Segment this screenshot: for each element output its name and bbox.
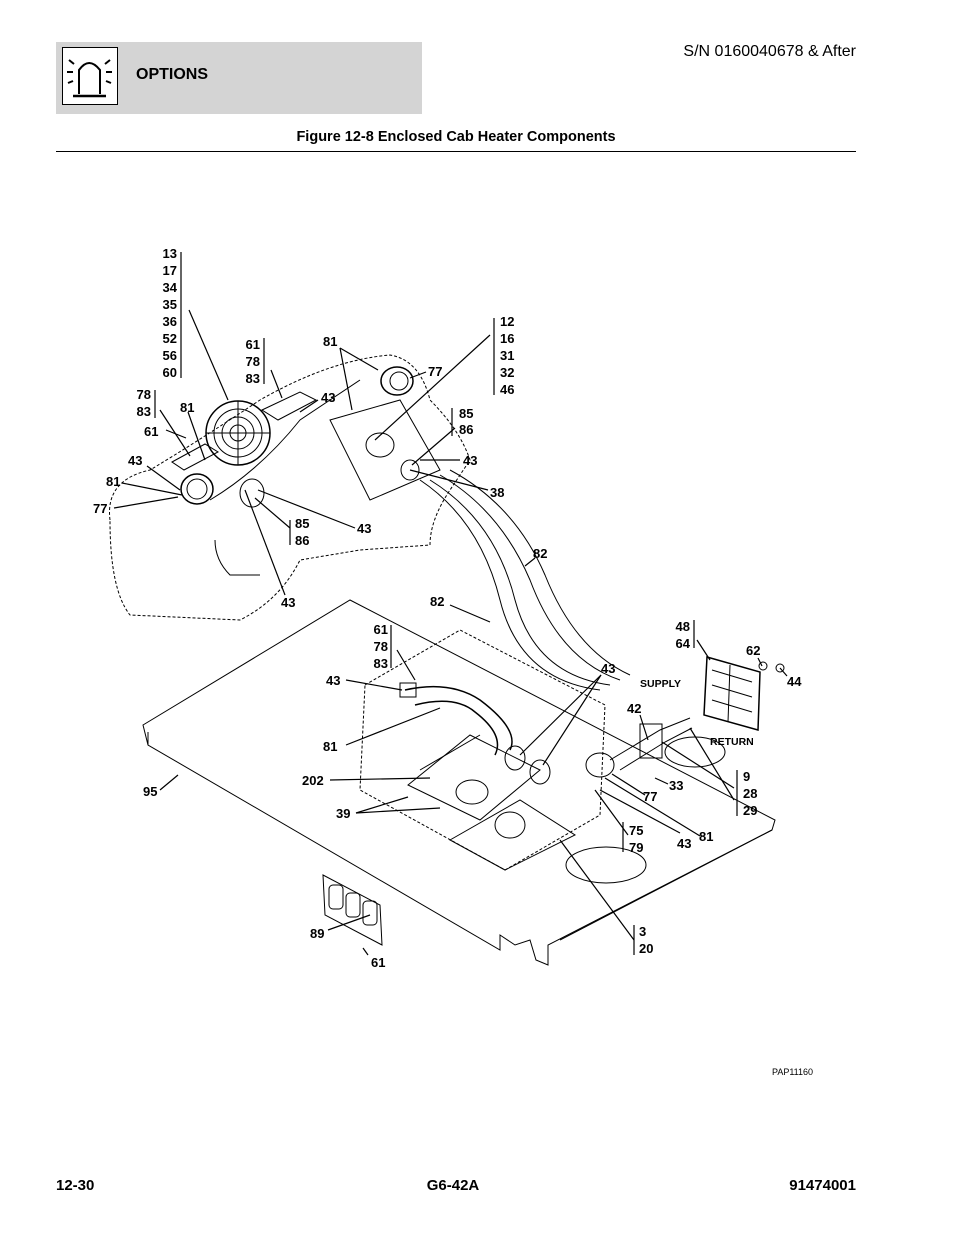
callout-61: 61 [371, 955, 385, 970]
callout-75: 75 [629, 823, 643, 838]
callout-36: 36 [163, 314, 177, 329]
beacon-light-icon [62, 47, 118, 105]
callout-29: 29 [743, 803, 757, 818]
callout-43: 43 [463, 453, 477, 468]
callout-12: 12 [500, 314, 514, 329]
callout-32: 32 [500, 365, 514, 380]
section-title: OPTIONS [136, 66, 209, 83]
callout-17: 17 [163, 263, 177, 278]
callout-78: 78 [137, 387, 151, 402]
supply-label: SUPPLY [640, 678, 681, 690]
serial-number: S/N 0160040678 & After [683, 43, 856, 60]
callout-43: 43 [326, 673, 340, 688]
callout-56: 56 [163, 348, 177, 363]
callout-13: 13 [163, 246, 177, 261]
callout-79: 79 [629, 840, 643, 855]
callout-86: 86 [459, 422, 473, 437]
callout-83: 83 [137, 404, 151, 419]
callout-81: 81 [323, 739, 337, 754]
callout-82: 82 [430, 594, 444, 609]
model-number: G6-42A [426, 1177, 480, 1194]
callout-61: 61 [144, 424, 158, 439]
callout-39: 39 [336, 806, 350, 821]
callout-81: 81 [699, 829, 713, 844]
callout-61: 61 [374, 622, 388, 637]
callout-52: 52 [163, 331, 177, 346]
callout-33: 33 [669, 778, 683, 793]
callout-82: 82 [533, 546, 547, 561]
callout-77: 77 [93, 501, 107, 516]
callout-34: 34 [163, 280, 178, 295]
callout-62: 62 [746, 643, 760, 658]
callout-86: 86 [295, 533, 309, 548]
callout-31: 31 [500, 348, 514, 363]
callout-44: 44 [787, 674, 802, 689]
callout-81: 81 [323, 334, 337, 349]
callout-89: 89 [310, 926, 324, 941]
callout-28: 28 [743, 786, 757, 801]
callout-35: 35 [163, 297, 177, 312]
figure-code: PAP11160 [772, 1067, 813, 1077]
callout-64: 64 [676, 636, 691, 651]
callout-43: 43 [128, 453, 142, 468]
callout-48: 48 [676, 619, 690, 634]
callout-20: 20 [639, 941, 653, 956]
page-number: 12-30 [56, 1177, 95, 1194]
callout-78: 78 [374, 639, 388, 654]
document-number: 91474001 [789, 1177, 856, 1194]
callout-60: 60 [163, 365, 177, 380]
callout-77: 77 [643, 789, 657, 804]
callout-3: 3 [639, 924, 646, 939]
header-rule [56, 151, 856, 152]
callout-43: 43 [321, 390, 335, 405]
callout-16: 16 [500, 331, 514, 346]
callout-85: 85 [459, 406, 473, 421]
callout-83: 83 [374, 656, 388, 671]
callout-85: 85 [295, 516, 309, 531]
callout-43: 43 [677, 836, 691, 851]
callout-38: 38 [490, 485, 504, 500]
callout-9: 9 [743, 769, 750, 784]
callout-78: 78 [246, 354, 260, 369]
callout-61: 61 [246, 337, 260, 352]
callout-77: 77 [428, 364, 442, 379]
callout-83: 83 [246, 371, 260, 386]
callout-43: 43 [601, 661, 615, 676]
callout-81: 81 [180, 400, 194, 415]
callout-81: 81 [106, 474, 120, 489]
callout-43: 43 [281, 595, 295, 610]
callout-95: 95 [143, 784, 157, 799]
callout-202: 202 [302, 773, 324, 788]
return-label: RETURN [710, 736, 754, 748]
figure-title: Figure 12-8 Enclosed Cab Heater Componen… [296, 129, 616, 145]
callout-43: 43 [357, 521, 371, 536]
callout-46: 46 [500, 382, 514, 397]
callout-42: 42 [627, 701, 641, 716]
